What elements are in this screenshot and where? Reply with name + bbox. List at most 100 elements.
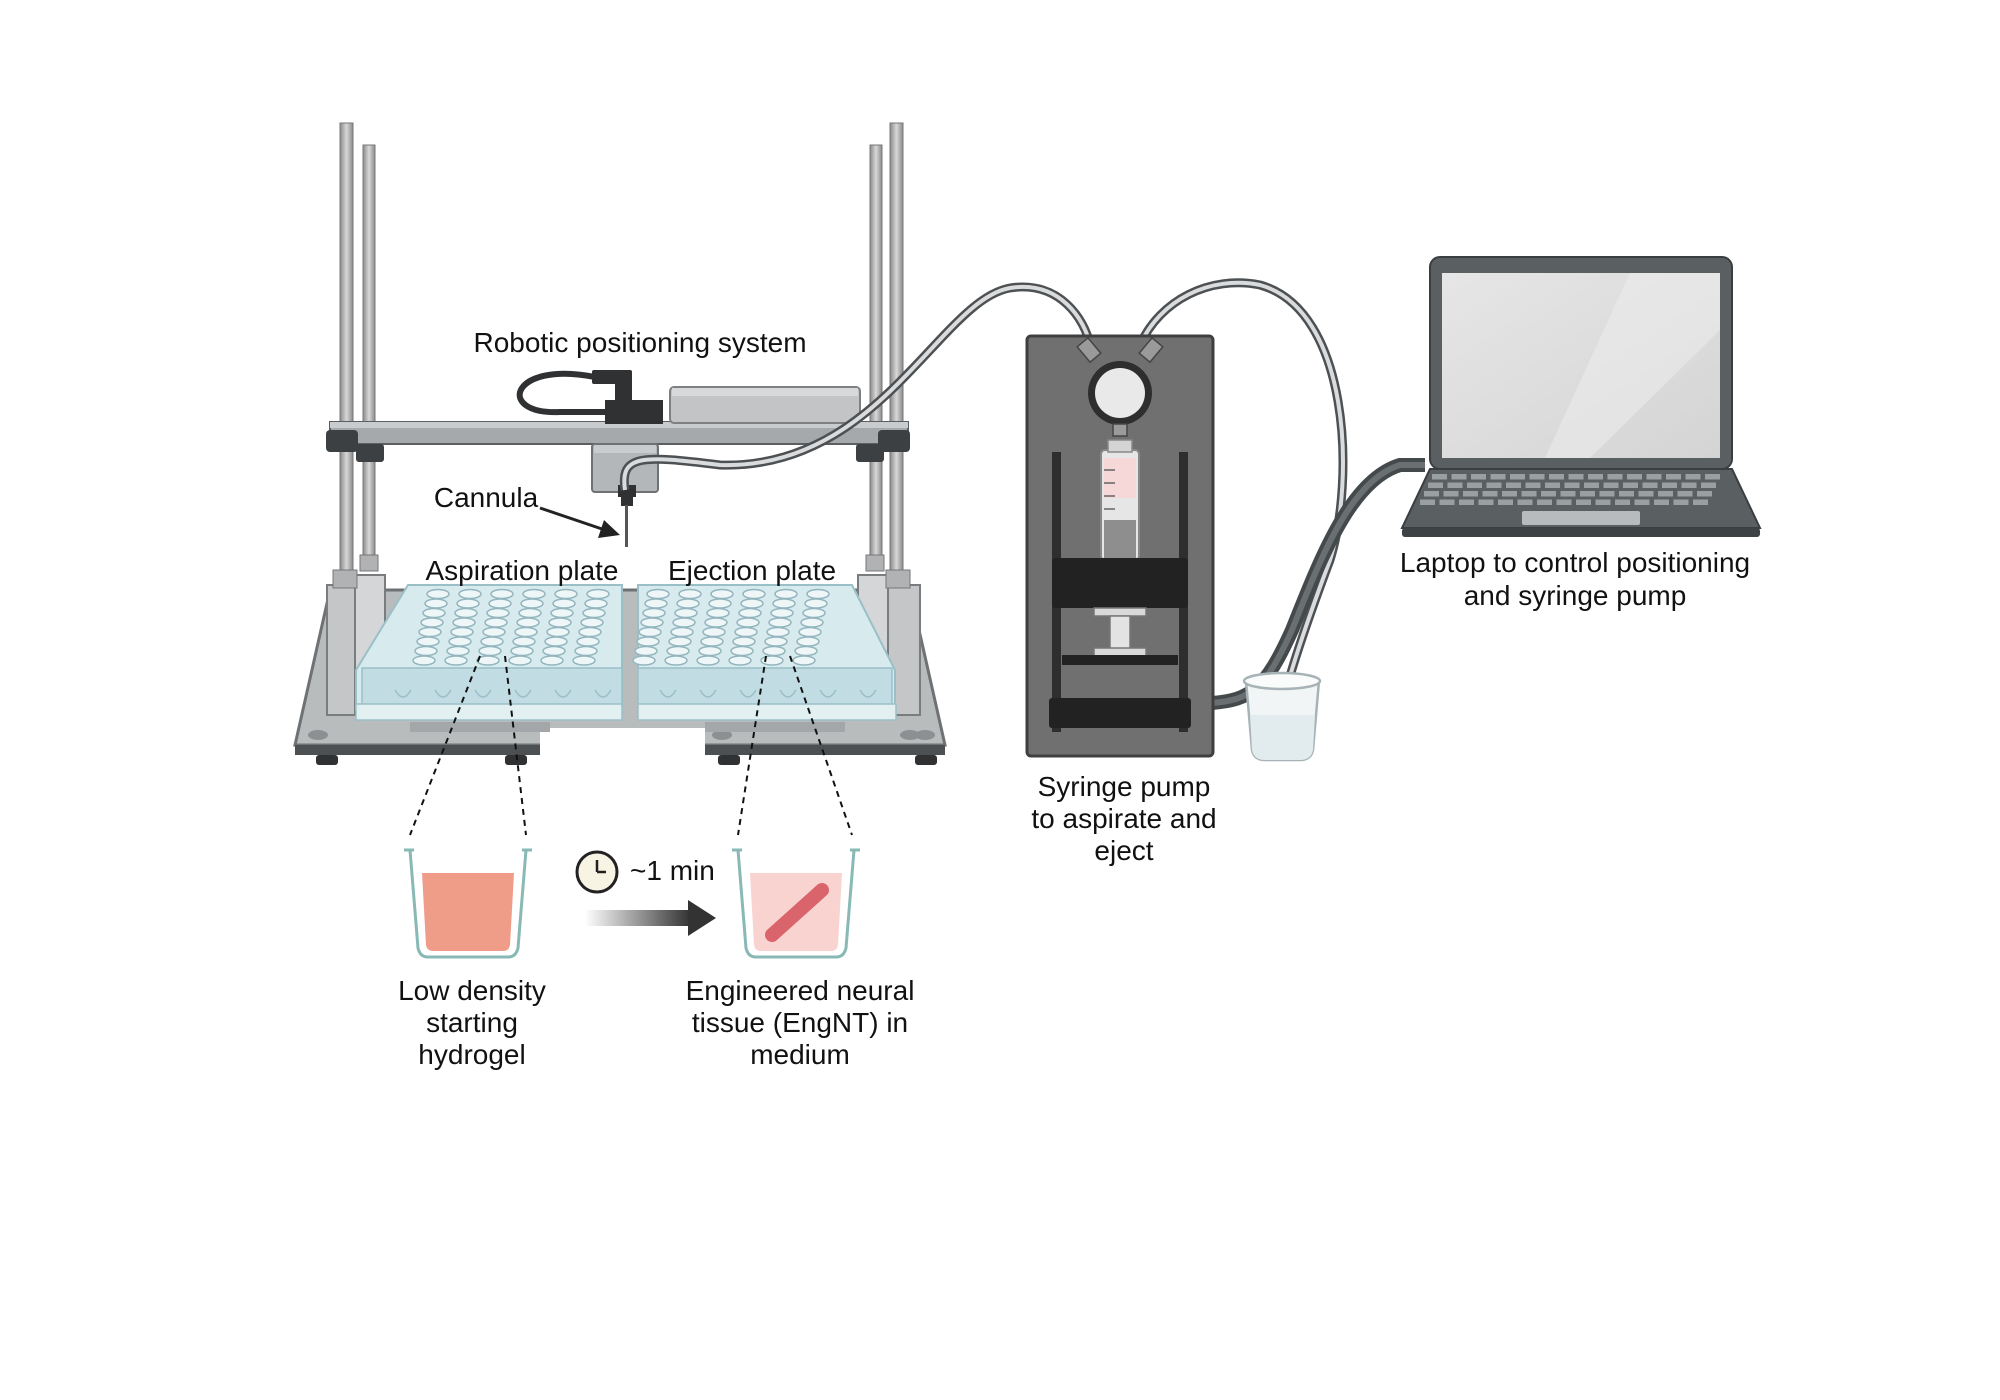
keyboard-key — [1607, 474, 1623, 480]
keyboard-key — [1490, 474, 1506, 480]
well — [702, 626, 726, 638]
well — [804, 598, 828, 609]
well — [480, 636, 504, 647]
keyboard-key — [1685, 474, 1701, 480]
keyboard-key — [1701, 482, 1716, 488]
keyboard-key — [1599, 491, 1615, 497]
well — [736, 617, 760, 628]
well — [484, 617, 508, 628]
well — [490, 588, 514, 600]
syringe-pump — [1025, 334, 1215, 758]
well — [734, 626, 758, 638]
keyboard-key — [1595, 499, 1611, 505]
motor — [605, 400, 663, 424]
keyboard-key — [1642, 482, 1658, 488]
well — [582, 607, 606, 619]
tubing — [619, 278, 1425, 716]
well — [764, 636, 788, 647]
zoom-lines — [409, 655, 853, 836]
well — [522, 588, 546, 600]
well — [794, 645, 818, 657]
rod — [339, 122, 354, 594]
keyboard-key — [1545, 482, 1560, 488]
plates — [355, 584, 897, 721]
keyboard-key — [1658, 491, 1673, 497]
well — [476, 655, 500, 666]
well — [454, 607, 478, 619]
keyboard-key — [1498, 499, 1513, 505]
well — [574, 645, 598, 657]
well — [486, 607, 510, 619]
well — [802, 607, 826, 619]
time-label: ~1 min — [630, 855, 715, 886]
well — [520, 598, 544, 609]
well — [512, 636, 536, 647]
well — [488, 598, 512, 609]
well — [634, 645, 658, 657]
keyboard-key — [1623, 482, 1638, 488]
syringe-pump-label-line-1: Syringe pump — [1038, 771, 1211, 802]
hydrogel-label-line-1: Low density — [398, 975, 546, 1006]
ejection-plate — [632, 584, 897, 721]
well — [586, 588, 610, 600]
well — [642, 607, 666, 619]
well — [768, 617, 792, 628]
well — [482, 626, 506, 638]
well — [416, 636, 440, 647]
keyboard-key — [1568, 474, 1584, 480]
well — [540, 655, 564, 666]
keyboard-key — [1619, 491, 1634, 497]
engnt-label-line-3: medium — [750, 1039, 850, 1070]
well-grid — [632, 588, 830, 666]
well — [554, 588, 578, 600]
keyboard-key — [1443, 491, 1459, 497]
laptop-label-line-1: Laptop to control positioning — [1400, 547, 1750, 578]
laptop-trackpad — [1522, 511, 1640, 525]
keyboard-key — [1705, 474, 1720, 480]
keyboard-key — [1451, 474, 1467, 480]
well — [798, 626, 822, 638]
keyboard-key — [1428, 482, 1443, 488]
well — [670, 626, 694, 638]
keyboard-key — [1478, 499, 1494, 505]
keyboard-key — [1615, 499, 1630, 505]
well — [770, 607, 794, 619]
keyboard-key — [1588, 474, 1603, 480]
well — [422, 607, 446, 619]
syringe-pump-label-line-2: to aspirate and — [1031, 803, 1216, 834]
ejection-plate-label: Ejection plate — [668, 555, 836, 586]
well — [676, 598, 700, 609]
well — [510, 645, 534, 657]
well — [578, 626, 602, 638]
keyboard-key — [1560, 491, 1576, 497]
well-bottoms — [394, 689, 612, 698]
well — [698, 645, 722, 657]
well — [544, 636, 568, 647]
well — [576, 636, 600, 647]
rod — [362, 144, 376, 571]
well — [424, 598, 448, 609]
keyboard-key — [1521, 491, 1537, 497]
keyboard-key — [1482, 491, 1498, 497]
well — [674, 607, 698, 619]
keyboard-key — [1517, 499, 1533, 505]
well — [636, 636, 660, 647]
keyboard-key — [1638, 491, 1654, 497]
aspiration-plate — [355, 584, 623, 721]
keyboard-key — [1471, 474, 1486, 480]
well — [742, 588, 766, 600]
well — [730, 645, 754, 657]
keyboard-key — [1447, 482, 1463, 488]
well — [740, 598, 764, 609]
well — [678, 588, 702, 600]
well — [704, 617, 728, 628]
well — [728, 655, 752, 666]
keyboard-key — [1467, 482, 1482, 488]
well — [456, 598, 480, 609]
keyboard-key — [1556, 499, 1572, 505]
cannula-label: Cannula — [434, 482, 539, 513]
rod — [869, 144, 883, 571]
hydrogel-fill — [422, 873, 514, 951]
well — [700, 636, 724, 647]
well — [458, 588, 482, 600]
